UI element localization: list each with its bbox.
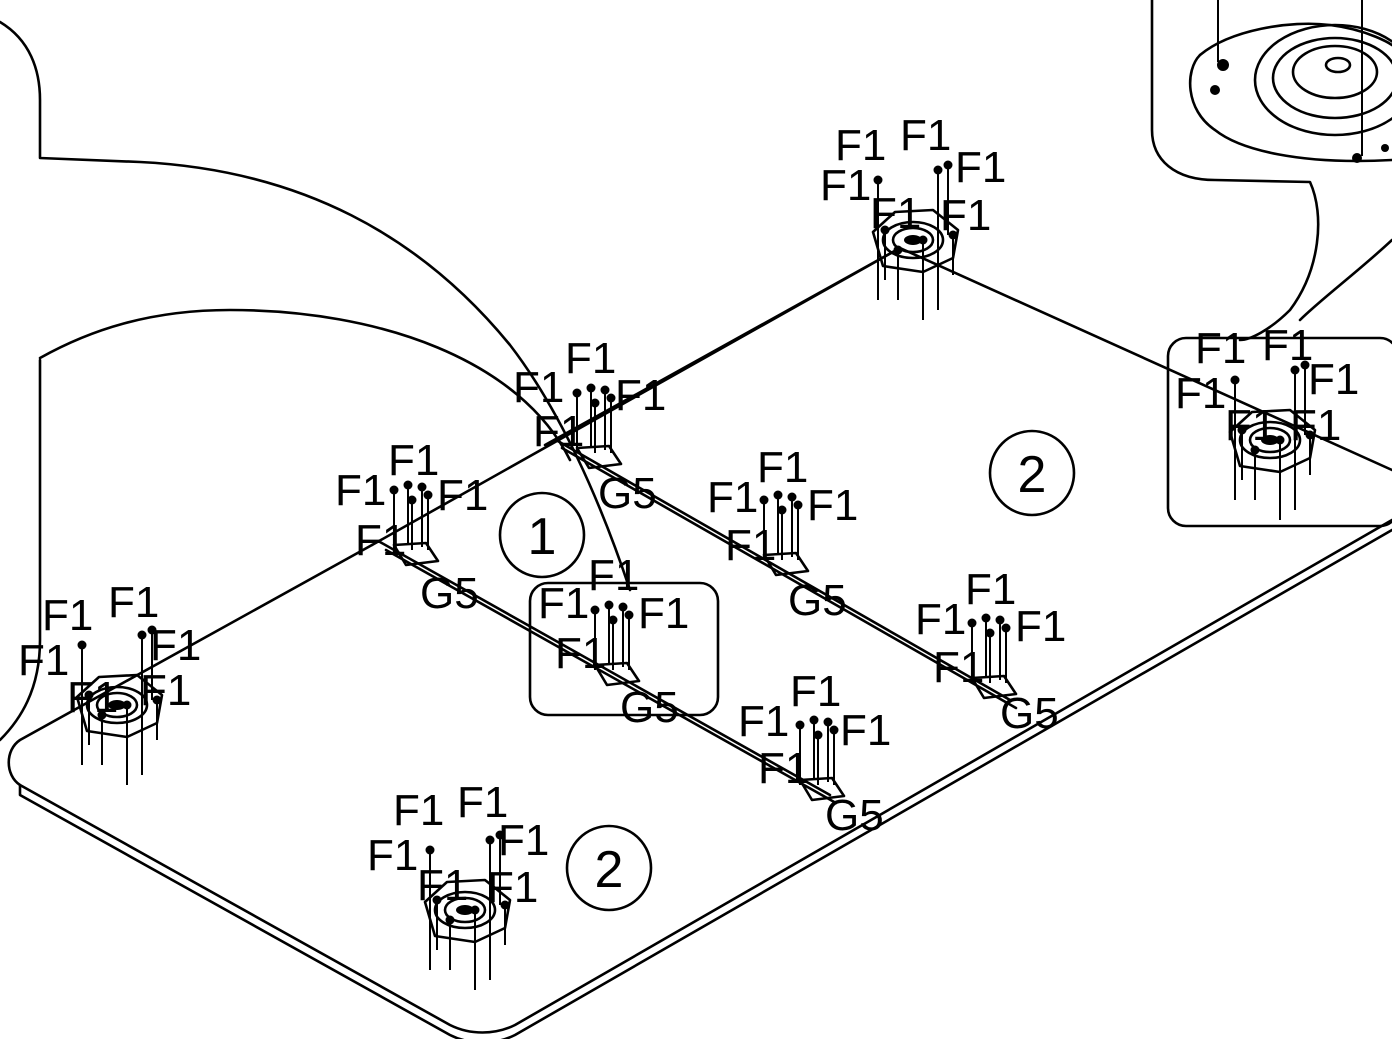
bracket-1-label-2: F1 (335, 466, 386, 515)
detail-box-right (1166, 336, 1392, 528)
bracket-3-label-3: F1 (638, 589, 689, 638)
bracket-5-label-3: F1 (840, 706, 891, 755)
bracket-1-label-4: F1 (355, 516, 406, 565)
bracket-6-rail-label: G5 (1000, 689, 1059, 738)
bracket-1-label-3: F1 (437, 471, 488, 520)
mount-2-label-2: F1 (1262, 321, 1313, 370)
mount-4-label-1: F1 (393, 786, 444, 835)
callout-1-text: 1 (528, 508, 557, 566)
rails (378, 438, 1018, 805)
bracket-3-rail-label: G5 (620, 683, 679, 732)
mount-1-label-4: F1 (820, 161, 871, 210)
bracket-2-label-4: F1 (533, 407, 584, 456)
mount-2-label-1: F1 (1195, 324, 1246, 373)
bracket-6-label-4: F1 (933, 643, 984, 692)
rail-bracket-4 (759, 490, 810, 577)
bracket-4-label-2: F1 (707, 473, 758, 522)
rail-bracket-5 (795, 715, 846, 802)
mount-1-label-3: F1 (955, 143, 1006, 192)
mount-3-label-1: F1 (42, 591, 93, 640)
callout-2-upper-text: 2 (1018, 446, 1047, 504)
bracket-6-label-2: F1 (915, 595, 966, 644)
mount-1-label-2: F1 (900, 111, 951, 160)
mount-4-label-6: F1 (487, 863, 538, 912)
mount-1-label-6: F1 (940, 191, 991, 240)
bracket-2-rail-label: G5 (598, 469, 657, 518)
mount-4-label-3: F1 (498, 816, 549, 865)
callout-2-upper: 2 (988, 429, 1076, 517)
mount-1-label-1: F1 (835, 121, 886, 170)
bracket-2-label-3: F1 (615, 371, 666, 420)
bracket-1-label-1: F1 (388, 436, 439, 485)
rail-bracket-3 (590, 600, 641, 687)
left-cover-outline (0, 20, 632, 742)
mount-3-label-4: F1 (18, 636, 69, 685)
mount-4 (423, 830, 512, 990)
mount-3-label-6: F1 (140, 666, 191, 715)
floor-panel (7, 246, 1392, 1044)
bracket-5-label-4: F1 (758, 744, 809, 793)
mount-3-label-3: F1 (150, 621, 201, 670)
callout-1: 1 (498, 491, 586, 579)
bracket-6-label-1: F1 (965, 565, 1016, 614)
mount-2-label-3: F1 (1308, 355, 1359, 404)
bracket-2-label-2: F1 (513, 363, 564, 412)
callout-2-lower: 2 (565, 824, 653, 912)
callout-2-lower-text: 2 (595, 841, 624, 899)
bracket-5-rail-label: G5 (825, 791, 884, 840)
bracket-5-label-2: F1 (738, 697, 789, 746)
mount-2-label-6: F1 (1290, 401, 1341, 450)
bracket-3-label-4: F1 (555, 629, 606, 678)
mount-3-label-5: F1 (67, 673, 118, 722)
rail-bracket-6 (967, 613, 1018, 700)
detail-box-center (528, 581, 720, 717)
bracket-4-label-3: F1 (807, 481, 858, 530)
rail-bracket-1 (389, 480, 440, 567)
bracket-4-label-4: F1 (725, 521, 776, 570)
bracket-6-label-3: F1 (1015, 602, 1066, 651)
mount-2-label-4: F1 (1175, 369, 1226, 418)
mount-1-label-5: F1 (870, 189, 921, 238)
bracket-5-label-1: F1 (790, 667, 841, 716)
top-right-cover-outline (1150, 0, 1392, 342)
mount-2 (1228, 360, 1317, 520)
bracket-2-label-1: F1 (565, 334, 616, 383)
mount-4-label-4: F1 (367, 831, 418, 880)
mount-3 (75, 625, 164, 785)
mount-4-label-2: F1 (457, 778, 508, 827)
mount-4-label-5: F1 (417, 861, 468, 910)
hardware-layer (75, 160, 1317, 990)
mount-1 (871, 160, 960, 320)
bracket-4-label-1: F1 (757, 443, 808, 492)
bracket-4-rail-label: G5 (788, 576, 847, 625)
mount-2-label-5: F1 (1225, 401, 1276, 450)
bracket-3-label-2: F1 (538, 579, 589, 628)
rail-bracket-2 (572, 383, 623, 470)
mount-3-label-2: F1 (108, 578, 159, 627)
bracket-3-label-1: F1 (588, 551, 639, 600)
bracket-1-rail-label: G5 (420, 569, 479, 618)
